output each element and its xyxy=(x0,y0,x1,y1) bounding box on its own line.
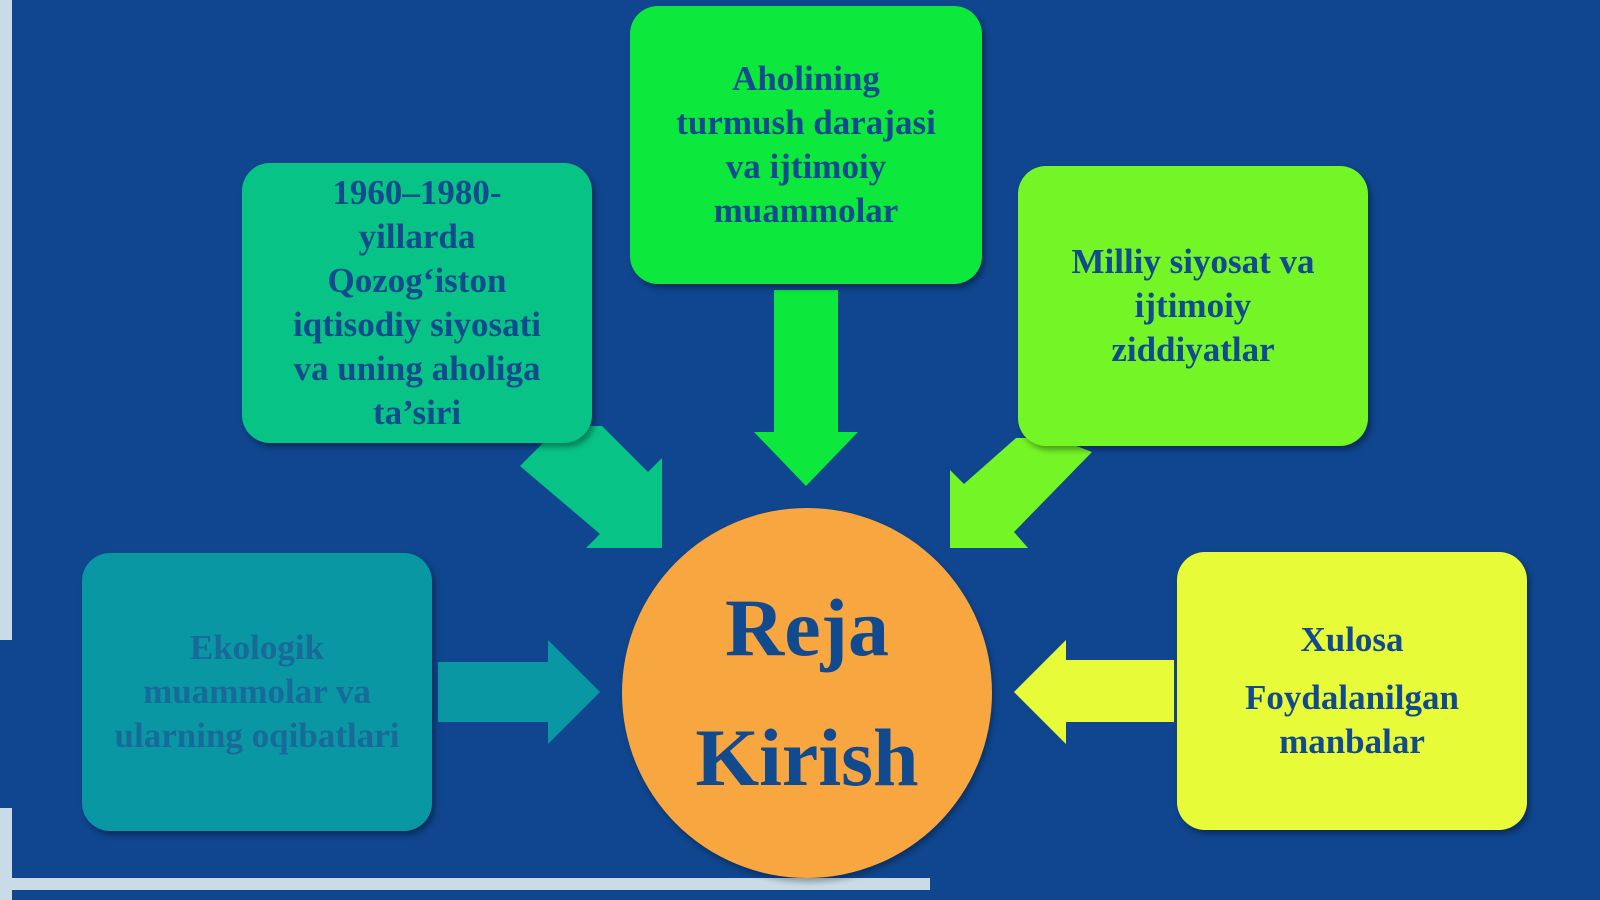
box-xulosa: Xulosa Foydalanilgan manbalar xyxy=(1177,552,1527,830)
box-xulosa-line-3: manbalar xyxy=(1279,722,1425,761)
box-iqtisod-line-5: va uning aholiga xyxy=(293,349,541,388)
box-turmush: Aholining turmush darajasi va ijtimoiy m… xyxy=(630,6,982,284)
arrow-from-iqtisod xyxy=(520,426,662,548)
box-turmush-line-3: va ijtimoiy xyxy=(725,147,887,186)
center-circle: Reja Kirish xyxy=(622,508,992,878)
box-milliy-line-3: ziddiyatlar xyxy=(1111,330,1275,369)
box-turmush-line-4: muammolar xyxy=(713,191,899,230)
box-turmush-line-2: turmush darajasi xyxy=(676,103,936,142)
box-xulosa-line-1: Xulosa xyxy=(1300,620,1404,659)
box-turmush-line-1: Aholining xyxy=(732,59,880,98)
box-iqtisod: 1960–1980- yillarda Qozog‘iston iqtisodi… xyxy=(242,163,592,443)
box-iqtisod-line-1: 1960–1980- xyxy=(332,173,502,212)
box-ekologik-line-3: ularning oqibatlari xyxy=(114,716,400,755)
arrow-from-turmush xyxy=(754,290,858,486)
slide-edge-left-lower xyxy=(0,808,12,900)
box-milliy: Milliy siyosat va ijtimoiy ziddiyatlar xyxy=(1018,166,1368,446)
box-ekologik-line-1: Ekologik xyxy=(189,628,325,667)
box-milliy-line-1: Milliy siyosat va xyxy=(1071,242,1315,281)
box-iqtisod-line-4: iqtisodiy siyosati xyxy=(293,305,541,344)
box-iqtisod-line-6: ta’siri xyxy=(372,393,462,432)
arrow-from-ekologik xyxy=(438,640,600,744)
slide-edge-bottom xyxy=(12,878,930,890)
box-milliy-line-2: ijtimoiy xyxy=(1134,286,1252,325)
center-line-2: Kirish xyxy=(695,712,919,803)
arrow-from-xulosa xyxy=(1014,640,1174,744)
box-ekologik: Ekologik muammolar va ularning oqibatlar… xyxy=(82,553,432,831)
center-line-1: Reja xyxy=(725,582,889,673)
slide-edge-left xyxy=(0,0,12,640)
arrow-from-milliy xyxy=(950,438,1092,548)
box-xulosa-line-2: Foydalanilgan xyxy=(1245,678,1459,717)
box-ekologik-line-2: muammolar va xyxy=(143,672,371,711)
box-iqtisod-line-3: Qozog‘iston xyxy=(327,261,507,300)
box-iqtisod-line-2: yillarda xyxy=(358,217,476,256)
